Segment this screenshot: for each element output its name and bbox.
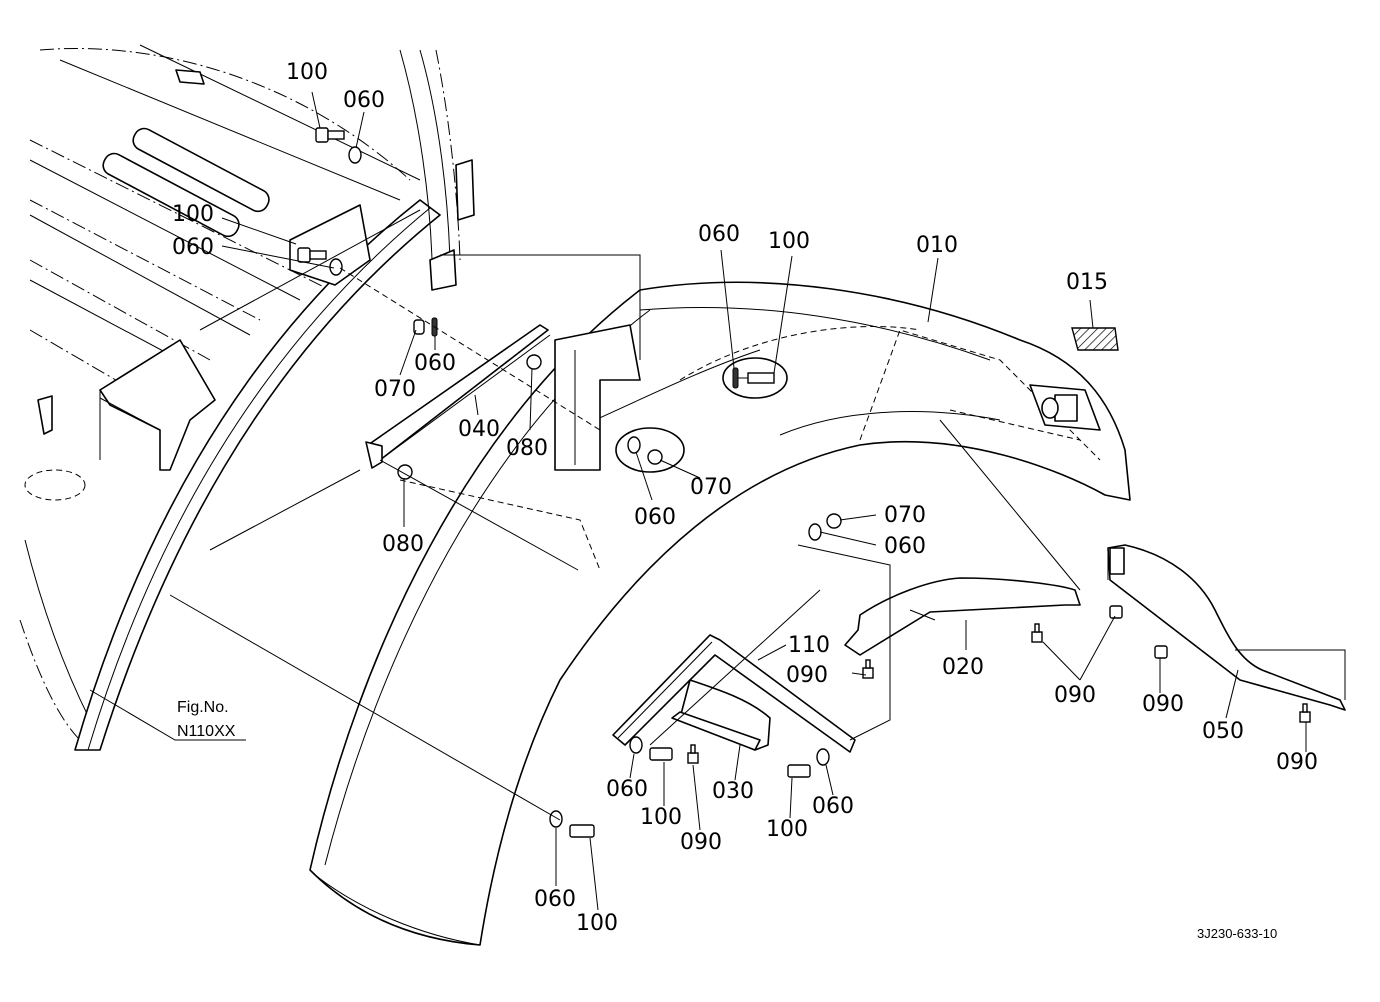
screw-icon [1109,605,1123,619]
screw-icon [687,744,699,764]
fender-010 [309,281,1131,946]
washer-icon [348,146,362,164]
callout-060: 060 [698,222,740,247]
callout-100: 100 [286,60,328,85]
washer-icon [627,436,641,454]
callout-060: 060 [343,88,385,113]
washer-icon [329,258,343,276]
washer-icon [732,367,739,389]
callout-060: 060 [634,505,676,530]
bolt-icon [747,372,775,384]
callout-040: 040 [458,417,500,442]
figure-reference: Fig.No. N110XX [177,699,236,740]
nut-icon [826,513,842,529]
callout-090: 090 [786,663,828,688]
washer-icon [629,736,643,754]
callout-050: 050 [1202,719,1244,744]
callout-010: 010 [916,233,958,258]
callout-060: 060 [812,794,854,819]
callout-110: 110 [788,633,830,658]
callout-060: 060 [606,777,648,802]
callout-060: 060 [414,351,456,376]
bolt-icon [315,127,345,143]
callout-100: 100 [576,911,618,936]
callout-100: 100 [768,229,810,254]
nut-icon [413,319,425,335]
callout-100: 100 [172,202,214,227]
screw-icon [862,659,874,679]
bolt-icon [297,247,327,263]
fig-number: N110XX [177,723,236,740]
callout-070: 070 [884,503,926,528]
callout-080: 080 [382,532,424,557]
callout-060: 060 [534,887,576,912]
washer-icon [549,810,563,828]
screw-icon [1154,645,1168,659]
callout-015: 015 [1066,270,1108,295]
bolt-icon [649,747,673,761]
screw-icon [1299,703,1311,723]
bracket-020 [844,577,1081,656]
drawing-number: 3J230-633-10 [1197,926,1277,941]
fig-caption: Fig.No. [177,699,229,716]
bolt-icon [787,764,811,778]
cab-frame [19,44,421,741]
frame-beam [74,49,475,751]
callout-070: 070 [374,377,416,402]
hardware [297,127,1311,838]
callout-labels: 100 060 100 060 070 060 040 080 080 060 … [172,60,1318,936]
callout-030: 030 [712,779,754,804]
assembly-lines [169,254,1346,821]
callout-020: 020 [942,655,984,680]
stay-110 [612,634,856,753]
rear-extension-050 [1107,544,1346,711]
nut-icon [526,354,542,370]
stay-040 [365,324,551,469]
bolt-icon [569,824,595,838]
callout-090: 090 [1142,692,1184,717]
callout-070: 070 [690,475,732,500]
washer-icon [808,523,822,541]
callout-100: 100 [766,817,808,842]
nut-icon [647,449,663,465]
leader-lines [89,91,1307,911]
washer-icon [816,748,830,766]
callout-080: 080 [506,436,548,461]
screw-icon [1031,623,1043,643]
cover-030 [671,679,771,751]
callout-090: 090 [680,830,722,855]
label-015 [1071,327,1119,351]
callout-090: 090 [1054,683,1096,708]
callout-100: 100 [640,805,682,830]
callout-060: 060 [172,235,214,260]
callout-090: 090 [1276,750,1318,775]
callout-060: 060 [884,534,926,559]
